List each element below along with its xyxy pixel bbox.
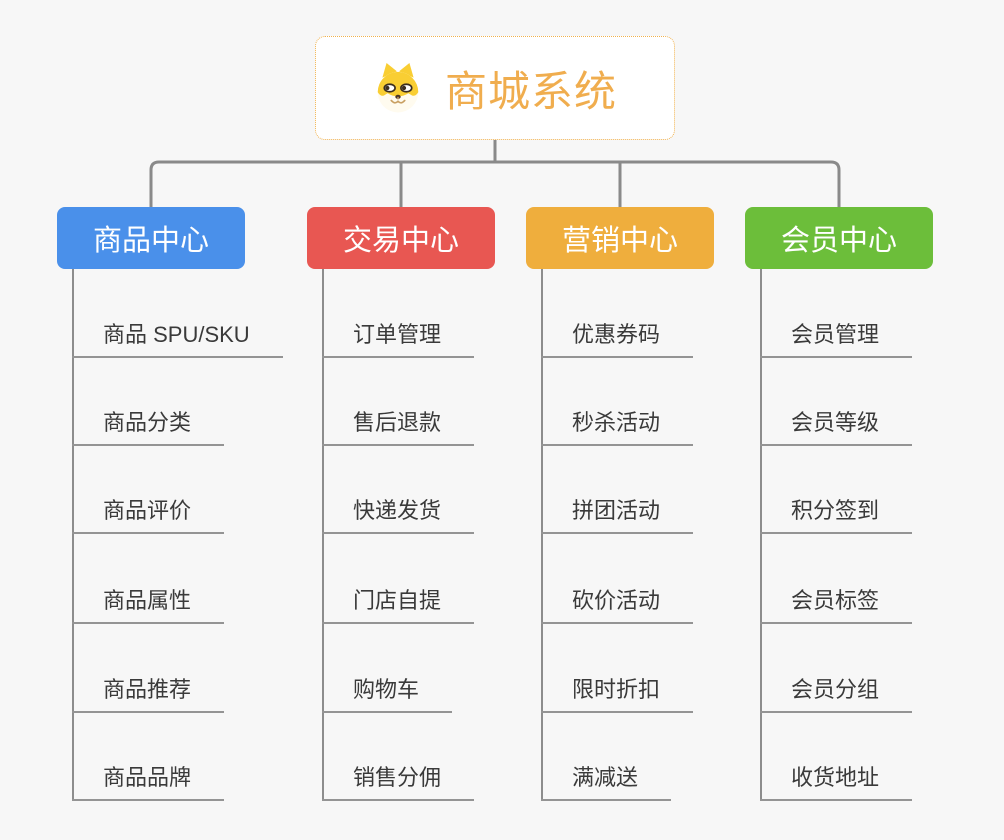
leaf-topic[interactable]: 购物车 [322,669,453,713]
leaf-topic[interactable]: 商品评价 [72,490,225,534]
branch-spine [760,269,762,800]
leaf-topic[interactable]: 商品分类 [72,402,225,446]
branch-topic-1[interactable]: 商品中心 [57,207,245,269]
root-topic[interactable]: 商城系统 [315,36,675,140]
branch-topic-4[interactable]: 会员中心 [745,207,933,269]
root-topic-title: 商城系统 [444,67,617,115]
leaf-topic[interactable]: 会员管理 [760,314,913,358]
leaf-topic[interactable]: 快递发货 [322,490,475,534]
leaf-topic[interactable]: 会员等级 [760,402,913,446]
leaf-topic[interactable]: 会员标签 [760,580,913,624]
leaf-topic[interactable]: 会员分组 [760,669,913,713]
leaf-topic[interactable]: 收货地址 [760,757,913,801]
leaf-topic[interactable]: 满减送 [541,757,672,801]
leaf-topic[interactable]: 砍价活动 [541,580,694,624]
leaf-topic[interactable]: 商品属性 [72,580,225,624]
branch-topic-3[interactable]: 营销中心 [526,207,714,269]
leaf-topic[interactable]: 拼团活动 [541,490,694,534]
leaf-topic[interactable]: 订单管理 [322,314,475,358]
leaf-topic[interactable]: 积分签到 [760,490,913,534]
leaf-topic[interactable]: 优惠券码 [541,314,694,358]
leaf-topic[interactable]: 门店自提 [322,580,475,624]
leaf-topic[interactable]: 限时折扣 [541,669,694,713]
leaf-topic[interactable]: 商品品牌 [72,757,225,801]
branch-spine [72,269,74,800]
dog-face-icon[interactable] [373,62,423,114]
branch-spine [322,269,324,800]
leaf-topic[interactable]: 商品 SPU/SKU [72,314,283,358]
leaf-topic[interactable]: 秒杀活动 [541,402,694,446]
leaf-topic[interactable]: 商品推荐 [72,669,225,713]
leaf-topic[interactable]: 销售分佣 [322,757,475,801]
leaf-topic[interactable]: 售后退款 [322,402,475,446]
branch-topic-2[interactable]: 交易中心 [307,207,495,269]
branch-spine [541,269,543,800]
